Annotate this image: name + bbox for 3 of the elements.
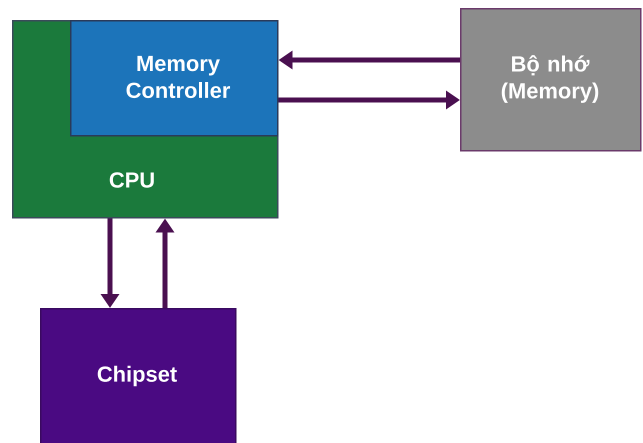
memory-box: Bộ nhớ (Memory): [460, 8, 642, 152]
memory-controller-box: Memory Controller: [70, 20, 278, 136]
chipset-box: Chipset: [40, 308, 236, 443]
